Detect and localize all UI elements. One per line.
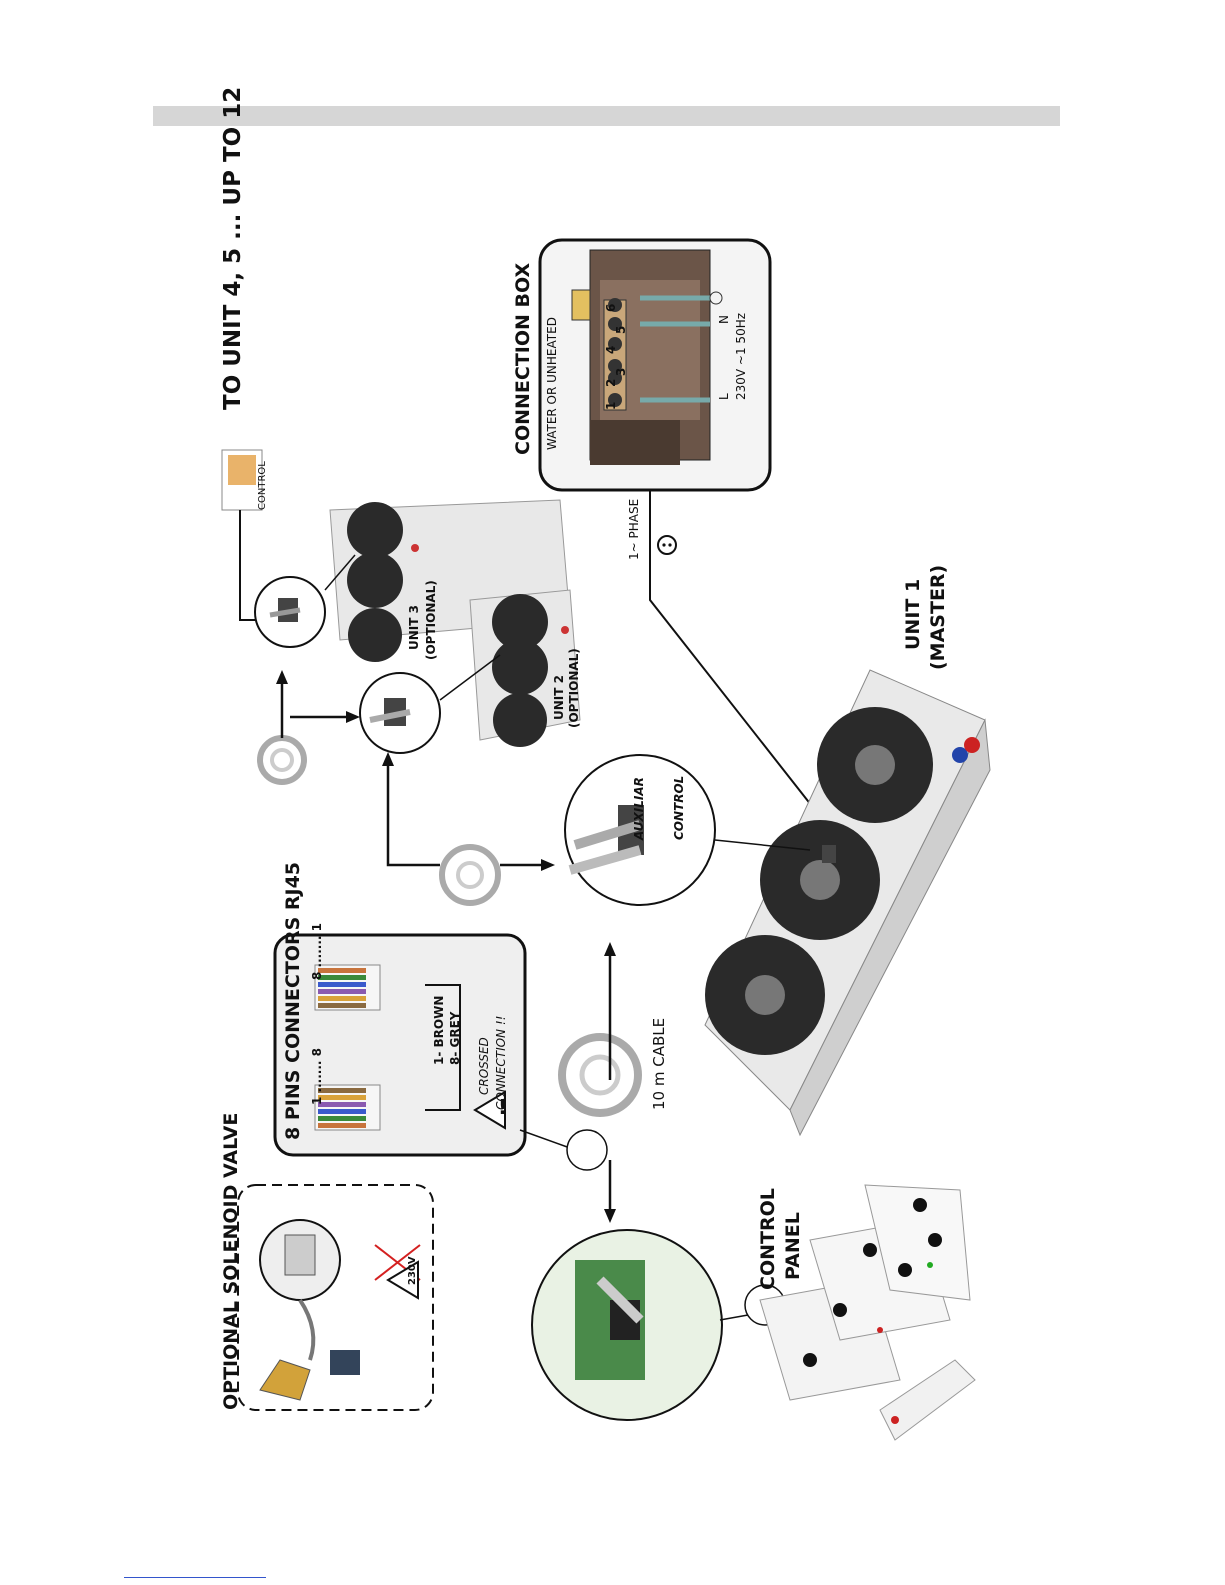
header-bar [153,106,1060,126]
rj45-title: 8 PINS CONNECTORS RJ45 [282,861,304,1140]
control-small-label: CONTROL [257,461,268,510]
unit-2 [469,589,581,747]
auxiliar-label: AUXILIAR [632,777,646,840]
svg-text:!: ! [498,1095,507,1119]
unit3-optional-label: (OPTIONAL) [424,580,438,660]
terminal-3: 3 [614,367,628,376]
solenoid-title: OPTIONAL SOLENOID VALVE [220,1112,242,1410]
coil-cable-10m [558,1033,642,1117]
rj45-box: ! [273,933,527,1157]
connection-label: CONNECTION !! [494,1015,508,1110]
solenoid-warning-icon [386,1260,419,1300]
v230-label: 230V [407,1256,418,1285]
phase-label: 1~ PHASE [627,498,641,560]
connection-box [538,238,772,492]
control-panel-detail-circle [531,1229,723,1421]
unit-1-detail-circle [564,754,716,906]
warning-icon: ! [473,1090,507,1130]
terminal-1: 1 [604,401,618,410]
unit-1 [704,669,991,1137]
cable-label: 10 m CABLE [650,1017,668,1110]
rj45-pins-left: 1 ....... 8 [310,1048,324,1105]
connection-box-subtitle: WATER OR UNHEATED [545,317,559,450]
terminal-6: 6 [604,303,618,312]
connection-box-title: CONNECTION BOX [512,262,534,455]
label-layer: TO UNIT 4, 5 ... UP TO 12 CONTROL CONNEC… [212,87,949,1410]
control-panel-label-1: CONTROL [757,1188,779,1290]
terminal-n-label: N [717,315,731,324]
unit2-optional-label: (OPTIONAL) [567,648,581,728]
control-panels [759,1184,971,1401]
terminal-2: 2 [604,378,618,387]
crossed-label: CROSSED [477,1037,491,1095]
unit3-label: UNIT 3 [407,605,421,650]
coil-cable-middle [439,844,501,906]
solenoid-valve-box [237,1184,434,1411]
terminal-l-label: L [717,393,731,400]
unit-3-detail-circle [254,576,326,648]
footer-link-underline [124,1577,266,1578]
unit-2-detail-circle [359,672,441,754]
control-panel-label-2: PANEL [782,1212,804,1280]
control-label: CONTROL [672,775,686,840]
power-cable-line [649,490,816,811]
to-unit-label: TO UNIT 4, 5 ... UP TO 12 [220,86,246,410]
terminal-5: 5 [614,325,628,334]
control-plug-top [221,449,263,511]
unit1-label: UNIT 1 [902,578,924,650]
terminal-block [603,298,627,411]
brown-label: 1- BROWN [432,995,446,1065]
unit1-master-label: (MASTER) [927,564,949,670]
rj45-pins-right: 8 ....... 1 [310,923,324,980]
terminal-4: 4 [604,345,618,354]
remote-control [879,1359,976,1441]
plug-icon [657,535,677,555]
unit2-label: UNIT 2 [552,675,566,720]
grey-label: 8- GREY [448,1011,462,1065]
power-spec-label: 230V ~1 50Hz [734,312,748,400]
